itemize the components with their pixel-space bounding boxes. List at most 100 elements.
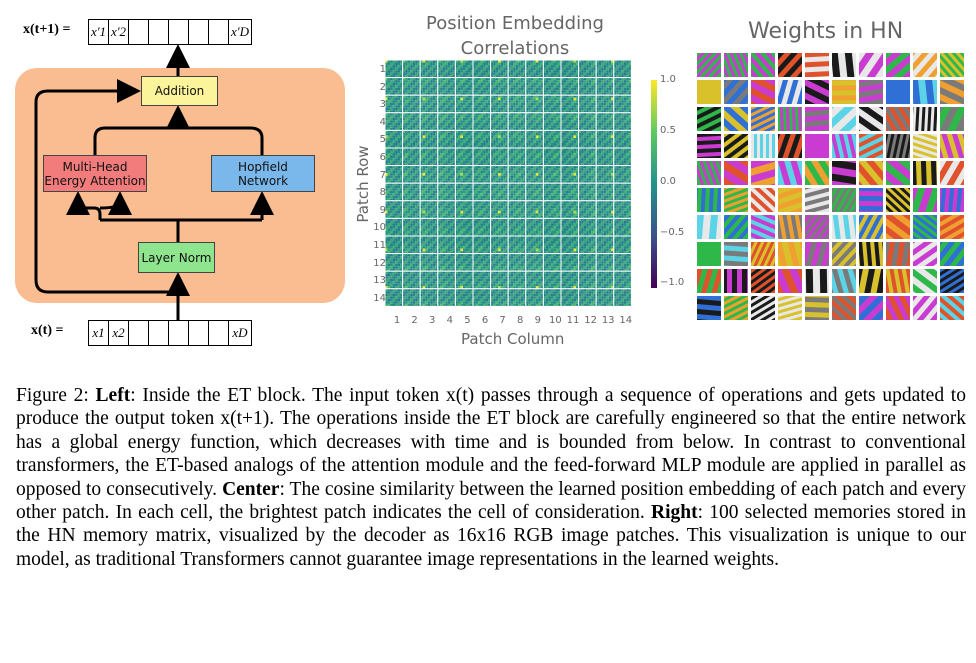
heatmap-cell [507,270,527,290]
weight-patch [778,53,802,77]
mhea-line-2: Energy Attention [44,173,146,188]
heatmap-cell [507,235,527,255]
heatmap-cell [578,217,597,237]
heatmap-cell [490,253,509,272]
figure-caption: Figure 2: Left: Inside the ET block. The… [16,384,966,571]
col-tick-label: 5 [464,315,471,326]
heatmap-cell [578,165,597,184]
col-tick-label: 9 [534,315,541,326]
heatmap-cell [419,165,439,184]
center-title-line-1: Position Embedding [426,13,604,34]
weight-patch [859,269,883,293]
heatmap-cell [402,288,421,307]
heatmap-cell [613,270,632,290]
weight-patch [859,188,883,212]
center-title-line-2: Correlations [460,38,570,59]
colorbar-tick-5: −1.0 [660,277,685,288]
heatmap-cell [595,94,615,114]
heatmap-cell [385,147,404,167]
heatmap-cell [472,129,492,149]
weight-patch [778,80,802,104]
heatmap-cell [613,200,632,219]
col-tick-label: 6 [481,315,489,326]
weight-patch [832,80,856,104]
input-token-cell [129,321,149,345]
heatmap-cell [437,112,456,131]
row-tick-label: 2 [379,81,386,93]
colorbar [651,80,657,288]
weight-patch [724,107,748,131]
input-token-cell [189,321,209,345]
colorbar-tick-1: 1.0 [660,74,676,85]
heatmap-cell [402,60,421,79]
weight-patch [805,53,829,77]
heatmap-cell [437,288,456,307]
heatmap-cell [385,165,404,184]
heatmap-cell [595,253,615,272]
heatmap-cell [507,182,527,202]
weight-patch [832,53,856,77]
weight-patch [697,215,721,239]
heatmap-cell [385,182,404,202]
weight-patch [913,53,937,77]
weight-patch [697,188,721,212]
heatmap-cell [437,253,456,272]
heatmap-cell [542,165,562,184]
col-tick-label: 10 [549,315,562,326]
weight-patch [751,188,775,212]
heatmap-cell [507,165,527,184]
heatmap-cell [472,94,492,114]
heatmap-cell [402,200,421,219]
heatmap-cell [385,288,404,307]
heatmap-cell [542,217,562,237]
colorbar-tick-4: −0.5 [660,227,685,238]
heatmap-cell [507,217,527,237]
hopfield-line-1: Hopfield [238,159,288,174]
weight-patch [886,215,910,239]
row-tick-label: 8 [379,187,386,199]
weight-patch [697,161,721,185]
row-tick-label: 10 [373,222,386,234]
y-axis-label: Patch Row [354,145,372,223]
weight-patch [724,269,748,293]
weight-patch [805,269,829,293]
heatmap-cell [613,217,632,237]
input-token-cell [169,321,189,345]
heatmap-cell [542,182,562,202]
correlation-heatmap [385,60,632,307]
weight-patch [886,107,910,131]
heatmap-cell [454,129,474,149]
input-token-cell: x1 [89,321,109,345]
heatmap-cell [542,253,562,272]
heatmap-cell [595,217,615,237]
heatmap-cell [595,60,615,79]
heatmap-cell [402,147,421,167]
input-token-label: x(t) = [31,323,64,338]
heatmap-cell [419,147,439,167]
heatmap-cell [437,217,456,237]
heatmap-cell [385,94,404,114]
weight-patch [859,296,883,320]
weight-patch [832,188,856,212]
row-tick-label: 12 [373,257,386,269]
heatmap-cell [595,200,615,219]
heatmap-cell [419,112,439,131]
weight-patch [697,269,721,293]
heatmap-cell [595,147,615,167]
heatmap-cell [525,235,544,255]
output-token-cell [169,20,189,44]
heatmap-cell [525,217,544,237]
heatmap-cell [578,147,597,167]
weight-patch [940,242,964,266]
weight-patch [724,215,748,239]
heatmap-cell [437,77,456,96]
weight-patch [724,188,748,212]
caption-figure-number: Figure 2: [16,385,96,406]
heatmap-cell [542,77,562,96]
heatmap-cell [578,94,597,114]
heatmap-cell [578,253,597,272]
heatmap-cell [507,288,527,307]
weight-patch [913,215,937,239]
caption-left-label: Left [95,385,131,406]
heatmap-cell [419,182,439,202]
